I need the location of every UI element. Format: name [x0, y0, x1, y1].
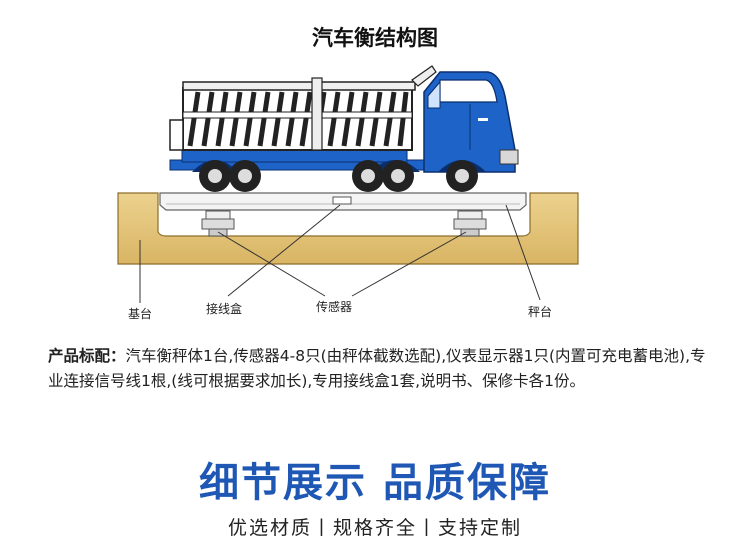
- truck-wheels: [199, 160, 478, 192]
- spec-heading: 产品标配：: [48, 347, 126, 365]
- junction-box: [332, 196, 352, 205]
- scale-platform: [159, 192, 527, 211]
- banner-title: 细节展示 品质保障: [199, 460, 551, 506]
- label-platform: 秤台: [528, 304, 552, 319]
- label-sensor: 传感器: [316, 299, 352, 314]
- leader-lines: [139, 204, 541, 303]
- foundation-base: [117, 192, 579, 265]
- truck-scale-diagram: 基台 接线盒 传感器 秤台: [117, 65, 579, 321]
- spec-body: 汽车衡秤体1台,传感器4-8只(由秤体截数选配),仪表显示器1只(内置可充电蓄电…: [48, 347, 706, 390]
- dump-truck: [169, 65, 519, 192]
- tagline: 优选材质丨规格齐全丨支持定制: [227, 517, 522, 539]
- product-spec: 产品标配：汽车衡秤体1台,传感器4-8只(由秤体截数选配),仪表显示器1只(内置…: [48, 344, 708, 394]
- label-base: 基台: [128, 306, 152, 321]
- page-title: 汽车衡结构图: [312, 26, 438, 50]
- label-junction-box: 接线盒: [206, 301, 242, 316]
- load-sensor-right: [453, 210, 487, 237]
